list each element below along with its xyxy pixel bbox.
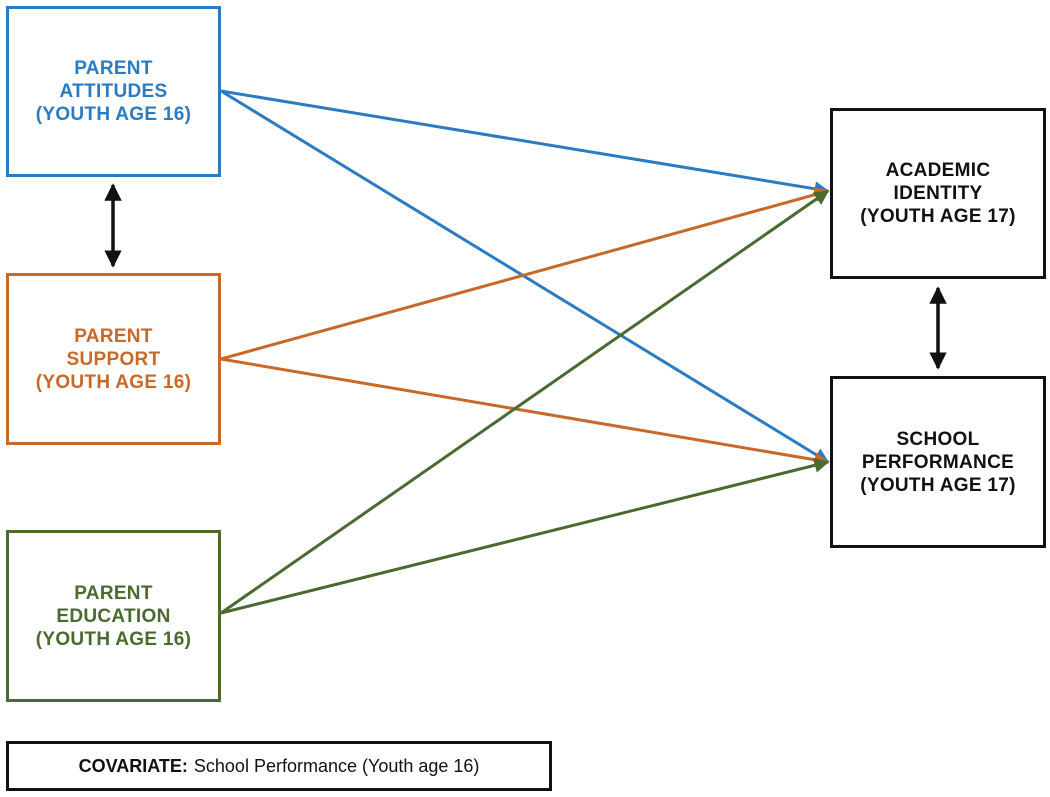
node-line: PARENT: [74, 582, 153, 604]
node-line: PERFORMANCE: [861, 451, 1015, 473]
edge-support-to-identity: [220, 187, 830, 361]
covariate-label: COVARIATE:: [78, 755, 188, 776]
node-line: PARENT: [74, 58, 153, 79]
edge-education-to-performance: [220, 457, 830, 615]
node-line: ACADEMIC: [885, 160, 991, 181]
node-line: ATTITUDES: [59, 81, 168, 102]
node-parent-attitudes: PARENT ATTITUDES (YOUTH AGE 16): [6, 6, 221, 177]
node-line: (YOUTH AGE 16): [35, 371, 192, 393]
node-academic-identity: ACADEMIC IDENTITY (YOUTH AGE 17): [830, 108, 1046, 279]
node-line: PARENT: [74, 325, 153, 347]
node-line: EDUCATION: [56, 605, 171, 627]
covariate-box: COVARIATE: School Performance (Youth age…: [6, 741, 552, 791]
edge-attitudes-to-identity: [220, 89, 830, 197]
node-line: SCHOOL: [896, 428, 980, 450]
edge-education-to-identity: [220, 189, 830, 615]
node-line: (YOUTH AGE 17): [860, 474, 1016, 496]
node-line: (YOUTH AGE 17): [860, 206, 1016, 227]
node-parent-education: PARENT EDUCATION (YOUTH AGE 16): [6, 530, 221, 702]
node-parent-support: PARENT SUPPORT (YOUTH AGE 16): [6, 273, 221, 445]
covariate-text: School Performance (Youth age 16): [193, 755, 480, 776]
node-school-performance: SCHOOL PERFORMANCE (YOUTH AGE 17): [830, 376, 1046, 548]
node-line: IDENTITY: [893, 183, 983, 204]
node-line: (YOUTH AGE 16): [35, 628, 192, 650]
node-line: SUPPORT: [66, 348, 161, 370]
edge-support-to-performance: [220, 357, 830, 468]
node-line: (YOUTH AGE 16): [35, 104, 192, 125]
